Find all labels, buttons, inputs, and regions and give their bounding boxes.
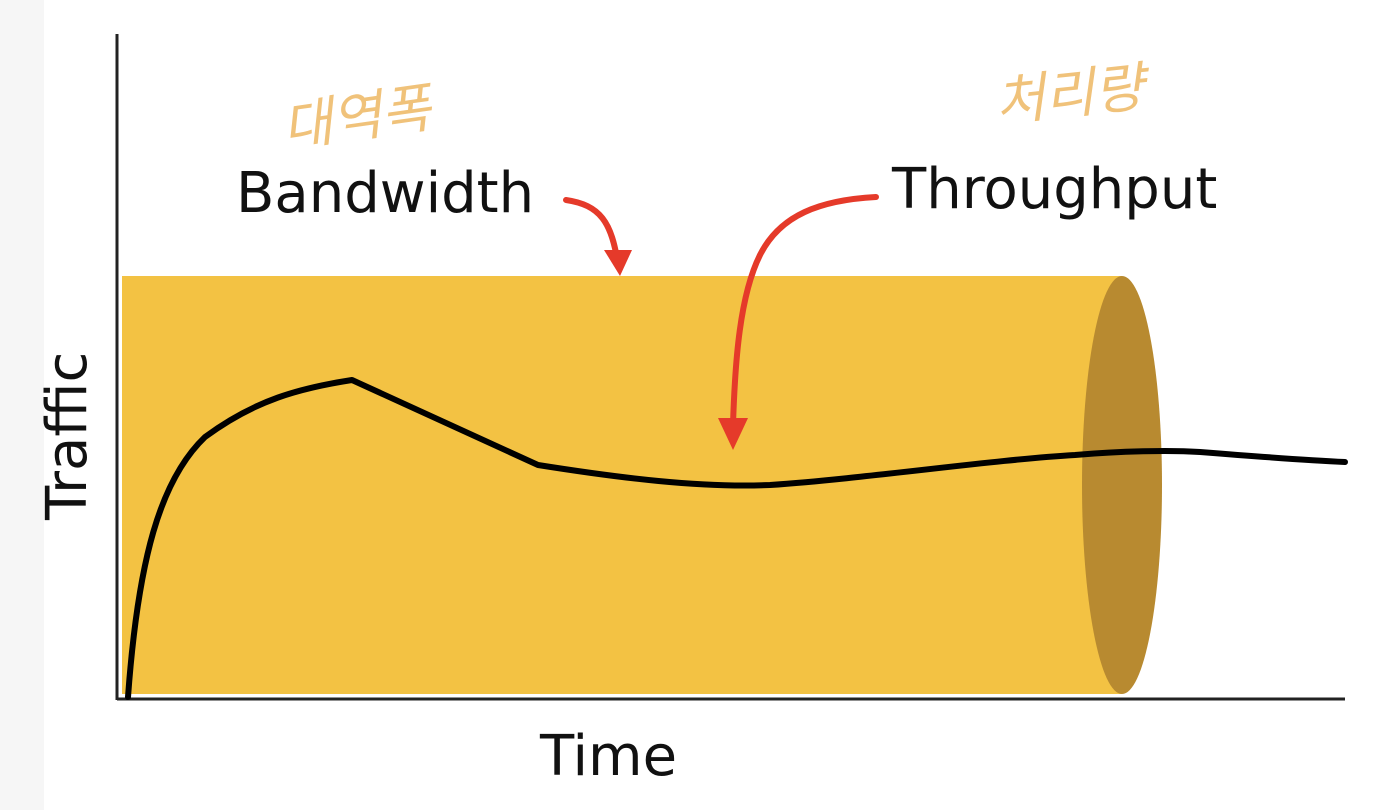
left-margin-strip <box>0 0 44 810</box>
y-axis-label: Traffic <box>35 352 100 521</box>
throughput-curve <box>125 377 1348 700</box>
x-axis-label: Time <box>539 724 677 789</box>
bandwidth-arrow-head <box>604 250 632 276</box>
bandwidth-label: Bandwidth <box>236 161 534 226</box>
bandwidth-pipe <box>122 276 1122 694</box>
throughput-handwritten-note: 처리량 <box>992 55 1155 134</box>
throughput-arrow-head <box>718 418 748 450</box>
throughput-arrow <box>730 194 879 428</box>
throughput-label: Throughput <box>891 157 1217 222</box>
bandwidth-handwritten-note: 대역폭 <box>278 76 439 160</box>
pipe-end-ellipse <box>1082 276 1162 694</box>
